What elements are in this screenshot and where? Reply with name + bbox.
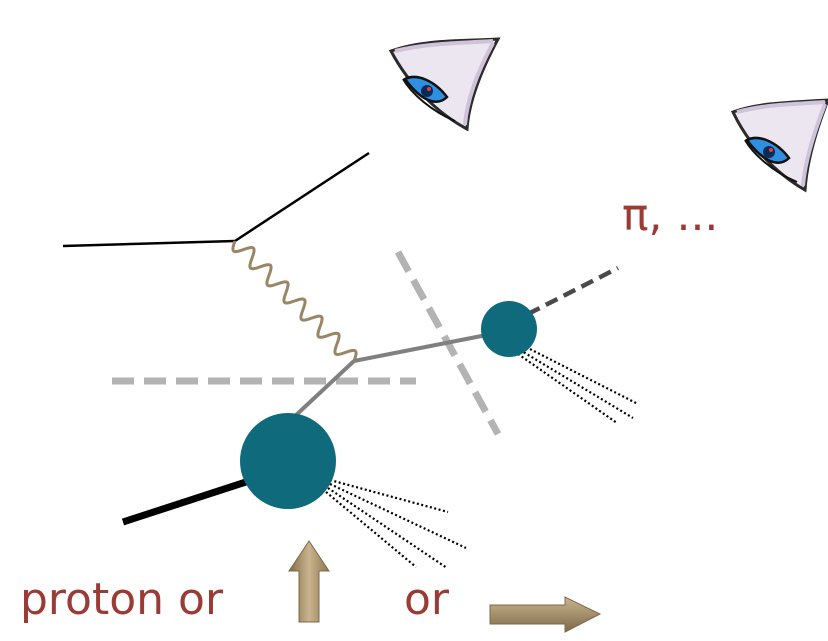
incoming-proton-line: [121, 476, 254, 526]
eye-icon: [388, 37, 501, 132]
outgoing-electron-line: [234, 151, 370, 243]
virtual-photon-wavy-line: [231, 240, 358, 362]
proton-remnant-lines: [325, 478, 467, 569]
incoming-electron-line: [62, 239, 236, 248]
arrow-right-icon: [489, 596, 602, 633]
outgoing-hadron-dashed-line: [526, 265, 620, 317]
proton-blob: [240, 413, 336, 509]
hadron-label: π, ...: [622, 190, 719, 241]
eye-icon: [730, 98, 828, 193]
fragmentation-blob: [481, 301, 537, 357]
proton-or-label: proton or: [20, 574, 224, 625]
quark-line-lower: [292, 359, 356, 419]
or-label: or: [404, 574, 450, 625]
quark-line-upper: [353, 330, 503, 363]
arrow-up-icon: [288, 540, 330, 623]
fragmentation-remnant-lines: [517, 344, 639, 424]
